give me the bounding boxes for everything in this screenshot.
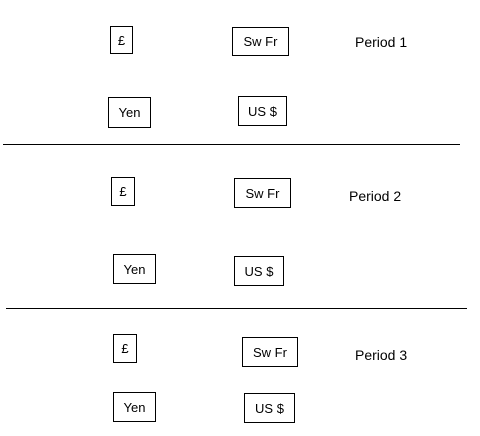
divider-period-1-2: [3, 144, 460, 145]
period-2-yen-box: Yen: [113, 254, 156, 284]
period-2-us-dollar-box: US $: [234, 256, 284, 286]
period-2-label: Period 2: [349, 188, 402, 204]
period-3-swiss-franc-box: Sw Fr: [242, 337, 298, 367]
period-2-pound-box: £: [111, 177, 135, 206]
period-3-pound-box: £: [113, 334, 137, 363]
period-1-us-dollar-box: US $: [238, 96, 287, 126]
period-2-swiss-franc-box: Sw Fr: [234, 178, 291, 208]
divider-period-2-3: [6, 308, 467, 309]
period-3-us-dollar-box: US $: [244, 393, 295, 423]
period-1-label: Period 1: [355, 34, 408, 50]
period-1-yen-box: Yen: [108, 97, 151, 128]
period-1-pound-box: £: [110, 26, 133, 54]
period-3-yen-box: Yen: [113, 392, 156, 422]
period-1-swiss-franc-box: Sw Fr: [232, 27, 289, 56]
period-3-label: Period 3: [355, 347, 408, 363]
